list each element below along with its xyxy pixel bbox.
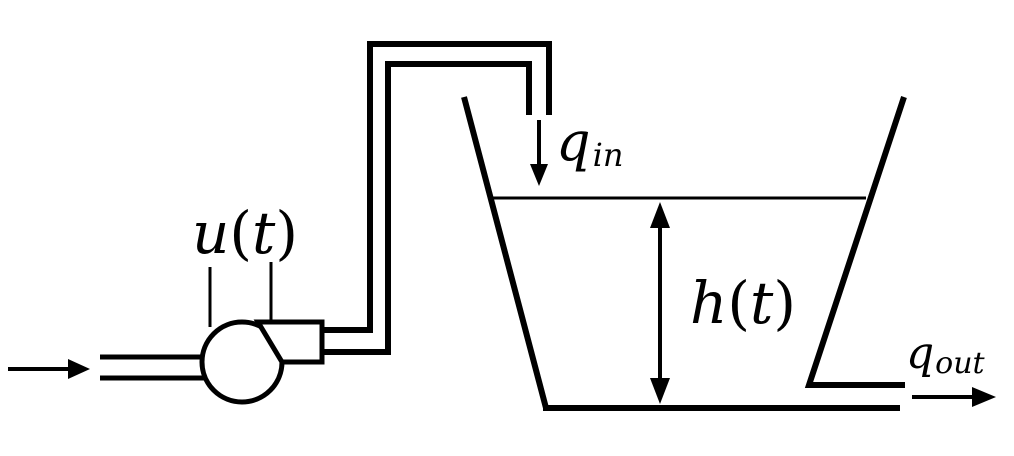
inlet-arrow (8, 359, 90, 379)
tank-left-wall (461, 96, 549, 409)
pump-wires (208, 262, 273, 327)
inflow-label: qin (556, 110, 623, 174)
height-arrow (650, 202, 670, 404)
tank-right-wall (804, 96, 907, 388)
outflow-arrow (912, 387, 996, 407)
inlet-pipe (100, 354, 205, 381)
pump (199, 319, 325, 405)
outflow-label: qout (906, 328, 986, 381)
pump-input-label: u(t) (192, 199, 298, 267)
supply-pipe (322, 41, 552, 355)
height-label: h(t) (690, 269, 796, 337)
inflow-arrow (530, 120, 548, 186)
tank (461, 96, 907, 411)
pump-outlet-nozzle (253, 319, 325, 365)
